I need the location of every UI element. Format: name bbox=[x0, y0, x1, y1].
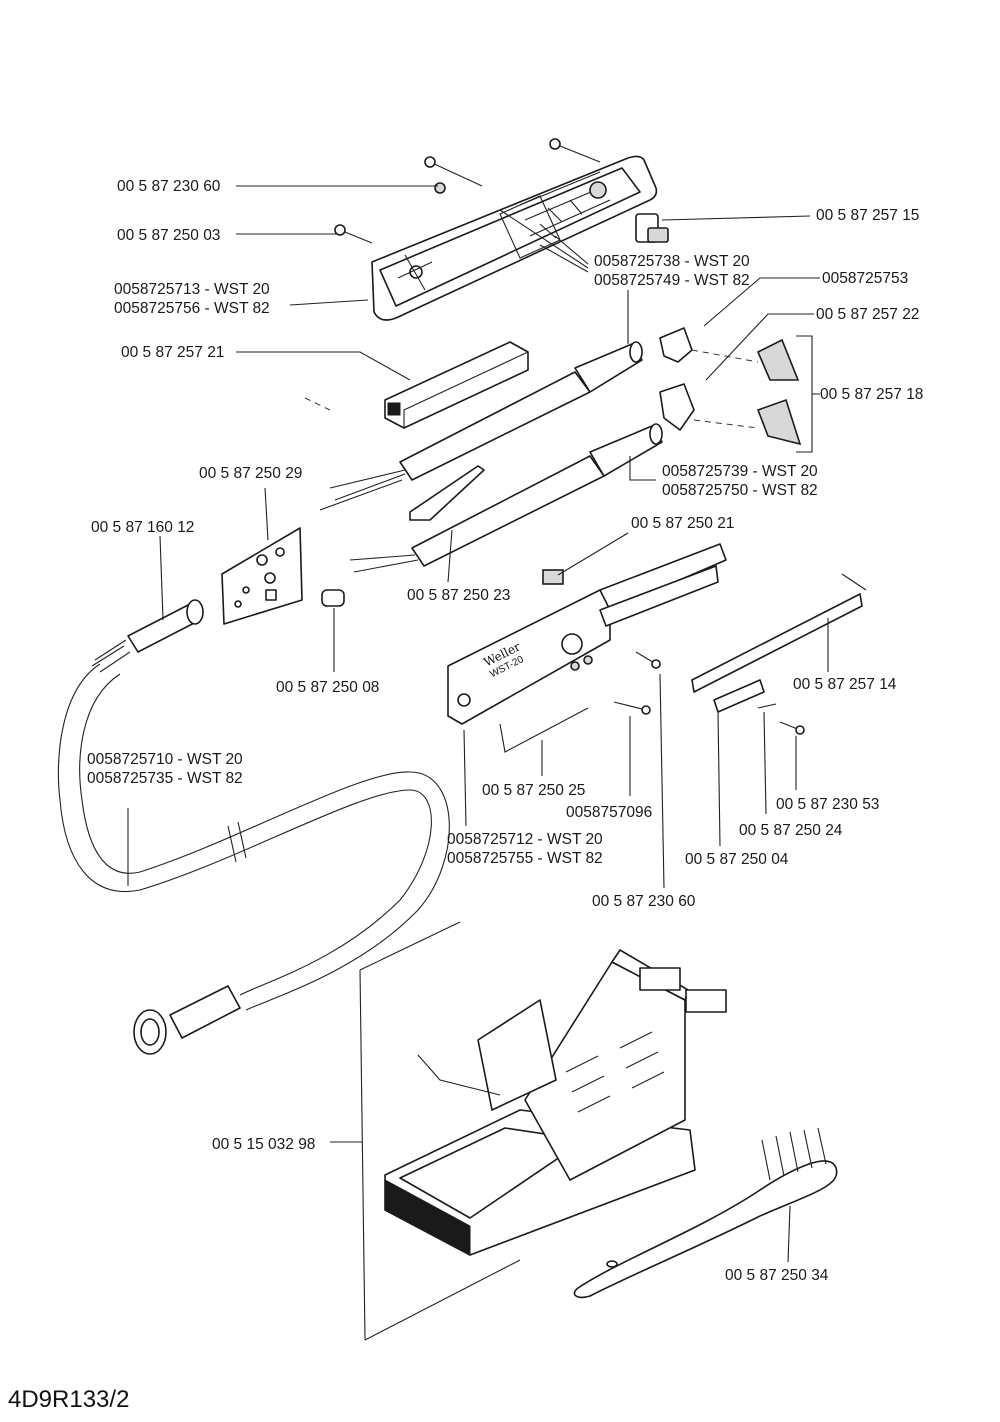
part-number-label: 00 5 87 230 60 bbox=[592, 893, 696, 910]
spring-clip-part bbox=[542, 569, 564, 585]
part-number-label: 00 5 87 250 04 bbox=[685, 851, 789, 868]
pad-holder-part bbox=[659, 327, 802, 446]
part-number-label: 00 5 87 257 18 bbox=[820, 386, 924, 403]
part-number-label: 00 5 87 257 21 bbox=[121, 344, 225, 361]
part-number-label: 00 5 87 250 25 bbox=[482, 782, 586, 799]
part-number-label: 00 5 87 250 08 bbox=[276, 679, 380, 696]
part-number-label: 00 5 87 257 15 bbox=[816, 207, 920, 224]
part-number-label: 00 5 87 250 29 bbox=[199, 465, 303, 482]
cable-connector-part bbox=[133, 985, 241, 1055]
cable-part bbox=[57, 663, 450, 1011]
slide-rail-part bbox=[691, 573, 867, 713]
part-number-label: 00 5 87 230 53 bbox=[776, 796, 880, 813]
terminal-block-part bbox=[384, 341, 529, 429]
stripper-blade-part bbox=[409, 465, 485, 521]
iron-stand-part bbox=[384, 949, 727, 1256]
top-cover-part bbox=[371, 155, 658, 321]
hex-key-part bbox=[499, 707, 589, 753]
part-number-label: 00 5 87 250 03 bbox=[117, 227, 221, 244]
cable-grommet-part bbox=[91, 599, 204, 673]
ferrite-part bbox=[321, 589, 345, 607]
iron-handle-upper-part bbox=[319, 341, 643, 511]
part-number-label: 00 5 87 250 21 bbox=[631, 515, 735, 532]
part-number-label: 00 5 87 257 22 bbox=[816, 306, 920, 323]
part-number-label: 0058725753 bbox=[822, 270, 909, 287]
part-number-label: 00 5 87 160 12 bbox=[91, 519, 195, 536]
part-number-label: 00 5 87 250 24 bbox=[739, 822, 843, 839]
part-number-label: 0058757096 bbox=[566, 804, 653, 821]
part-number-label: 00 5 87 250 23 bbox=[407, 587, 511, 604]
iron-handle-lower-part bbox=[349, 423, 663, 573]
part-number-label: 00 5 87 230 60 bbox=[117, 178, 221, 195]
diagram-reference: 4D9R133/2 bbox=[8, 1386, 130, 1413]
leader-lines bbox=[127, 185, 829, 1263]
part-number-label: 00 5 15 032 98 bbox=[212, 1136, 316, 1153]
connector-socket-part bbox=[635, 213, 669, 243]
part-number-label: 00 5 87 250 34 bbox=[725, 1267, 829, 1284]
bottom-housing-part bbox=[447, 543, 727, 725]
small-screw-part bbox=[613, 651, 805, 735]
circuit-board-part bbox=[221, 527, 303, 625]
screw-part bbox=[334, 138, 601, 244]
cleaning-brush-part bbox=[573, 1127, 838, 1299]
part-number-label: 00 5 87 257 14 bbox=[793, 676, 897, 693]
